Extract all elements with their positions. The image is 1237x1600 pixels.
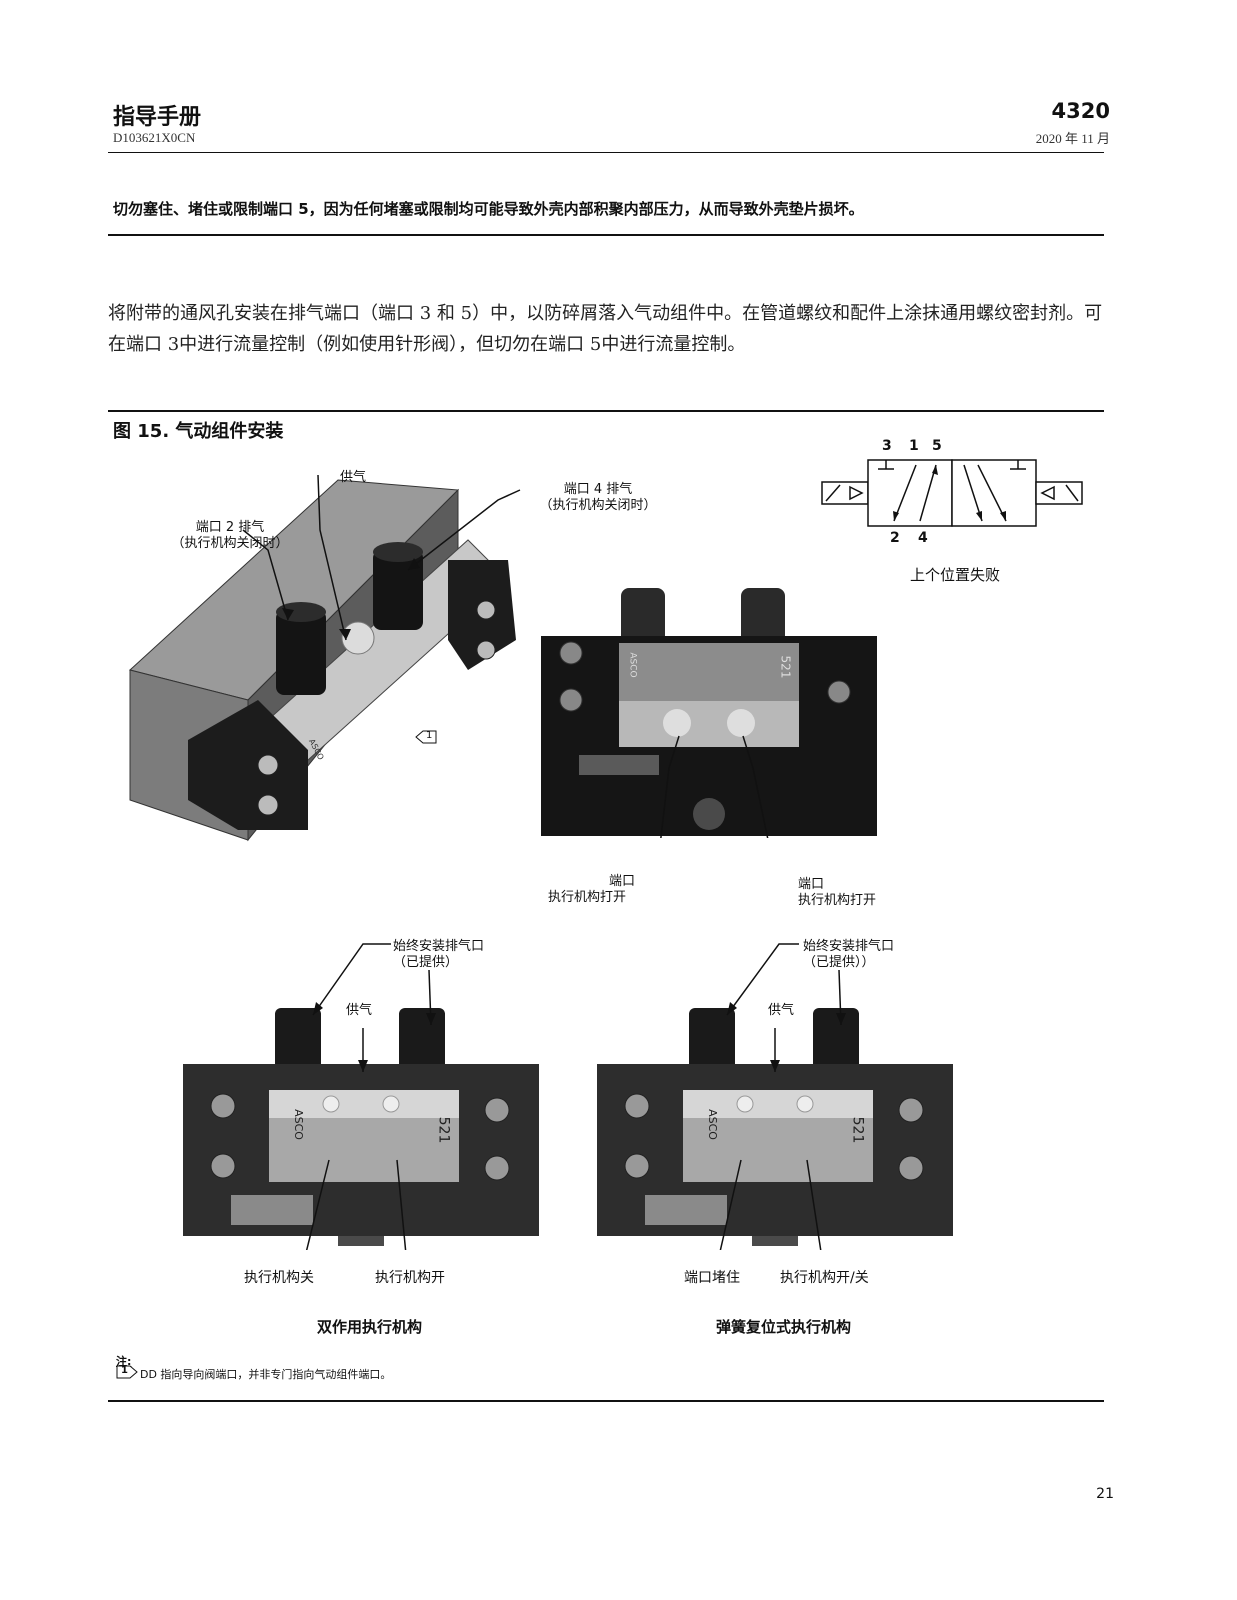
spring-return-drawing — [597, 943, 953, 1250]
note-label: 注: — [116, 1355, 132, 1368]
port4-label-line2: （执行机构关闭时） — [539, 498, 657, 513]
port-open-right-line1: 端口 — [798, 877, 825, 892]
da-actuator-close: 执行机构关 — [244, 1270, 314, 1286]
supply-label-top: 供气 — [340, 470, 367, 485]
sr-supply-label: 供气 — [768, 1003, 795, 1018]
page-number: 21 — [1096, 1486, 1114, 1502]
sr-exhaust-line2: （已提供）） — [803, 955, 875, 970]
port-open-left-line1: 端口 — [609, 874, 636, 889]
schematic-caption: 上个位置失败 — [910, 566, 1001, 584]
bottom-view-marking-right: 521 — [778, 655, 793, 679]
port2-label-line1: 端口 2 排气 — [195, 520, 265, 535]
bottom-view-drawing — [541, 588, 877, 838]
warning-text: 切勿塞住、堵住或限制端口 5，因为任何堵塞或限制均可能导致外壳内部积聚内部压力，… — [113, 200, 864, 218]
valve-schematic — [821, 459, 1083, 527]
sr-marking-right: 521 — [849, 1116, 866, 1144]
bottom-view-marking-left: ASCO — [627, 652, 638, 678]
schematic-port-5: 5 — [932, 438, 942, 454]
isometric-assembly-drawing — [128, 474, 521, 842]
warning-rule — [108, 234, 1104, 236]
note-marker-flag-icon — [116, 1365, 138, 1379]
body-paragraph: 将附带的通风孔安装在排气端口（端口 3 和 5）中，以防碎屑落入气动组件中。在管… — [108, 303, 1103, 355]
note-marker-number: 1 — [121, 1365, 128, 1376]
schematic-port-4: 4 — [918, 530, 928, 546]
model-number: 4320 — [1051, 99, 1110, 123]
da-marking-right: 521 — [435, 1116, 452, 1144]
sr-actuator-open-close: 执行机构开/关 — [780, 1270, 869, 1286]
port2-label-line2: （执行机构关闭时） — [171, 536, 289, 551]
schematic-port-1: 1 — [909, 438, 919, 454]
port4-label-line1: 端口 4 排气 — [563, 482, 633, 497]
schematic-port-3: 3 — [882, 438, 892, 454]
publish-date: 2020 年 11 月 — [1035, 131, 1110, 146]
double-acting-drawing — [183, 943, 539, 1250]
port-open-left-line2: 执行机构打开 — [548, 890, 627, 905]
port-open-right-line2: 执行机构打开 — [798, 893, 877, 908]
double-acting-caption: 双作用执行机构 — [317, 1318, 423, 1336]
da-supply-label: 供气 — [346, 1003, 373, 1018]
note-text: DD 指向导向阀端口，并非专门指向气动组件端口。 — [140, 1368, 392, 1381]
da-exhaust-line1: 始终安装排气口 — [393, 939, 485, 954]
document-number: D103621X0CN — [113, 130, 196, 145]
sr-marking-left: ASCO — [705, 1109, 719, 1140]
figure-title: 图 15. 气动组件安装 — [113, 421, 284, 442]
manual-title: 指导手册 — [113, 105, 202, 130]
note-marker-1: 1 — [426, 730, 433, 741]
da-actuator-open: 执行机构开 — [375, 1270, 445, 1286]
figure-top-rule — [108, 410, 1104, 412]
schematic-port-2: 2 — [890, 530, 900, 546]
da-marking-left: ASCO — [291, 1109, 305, 1140]
sr-port-plugged: 端口堵住 — [684, 1270, 740, 1286]
header-rule — [108, 152, 1104, 153]
spring-return-caption: 弹簧复位式执行机构 — [716, 1318, 852, 1336]
sr-exhaust-line1: 始终安装排气口 — [803, 939, 895, 954]
da-exhaust-line2: （已提供） — [393, 955, 459, 970]
figure-bottom-rule — [108, 1400, 1104, 1402]
